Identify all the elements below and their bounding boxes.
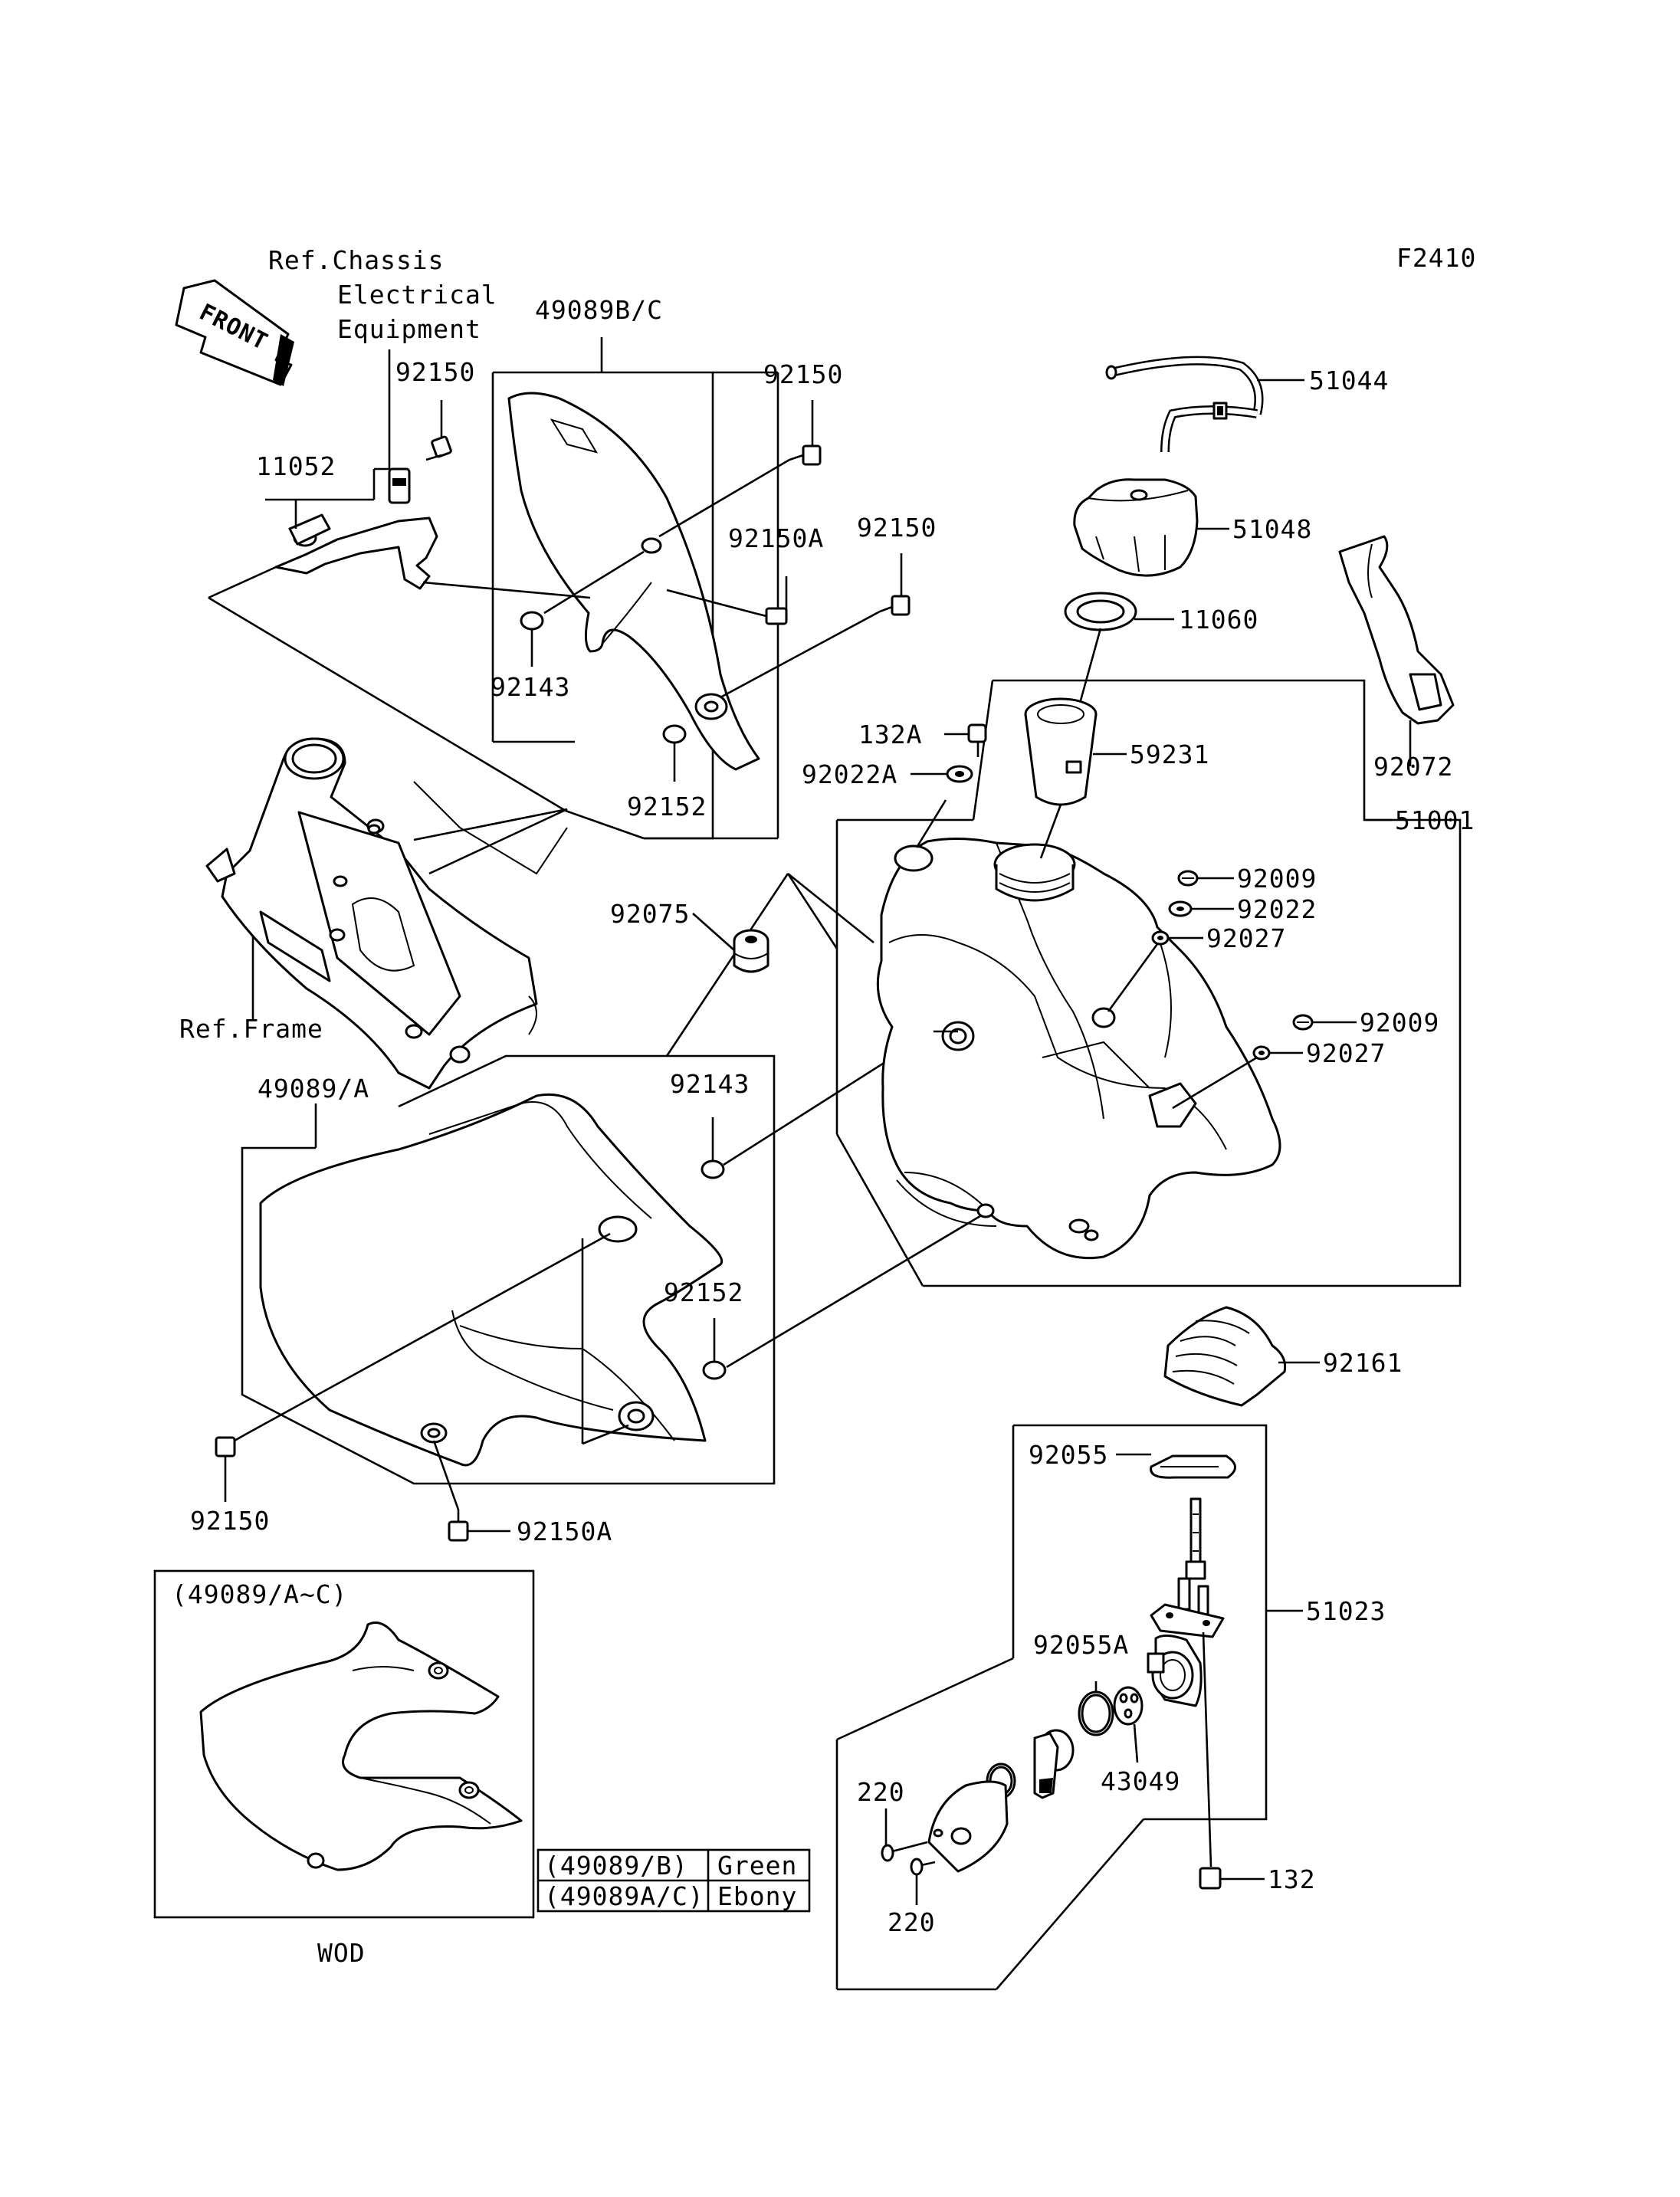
ref-chassis-label: Ref.Chassis <box>268 245 445 275</box>
callout-132a: 132A <box>858 720 922 749</box>
callout-92150a: 92150A <box>728 523 824 553</box>
callout-92055a: 92055A <box>1033 1630 1129 1660</box>
gasket-43049 <box>1113 1686 1144 1726</box>
assembly-51023 <box>835 1424 1303 1991</box>
callout-92022: 92022 <box>1237 894 1317 924</box>
bolt-92150a-upper <box>753 576 788 625</box>
filler-neck-59231 <box>1024 697 1098 806</box>
strap-92072 <box>1338 535 1455 725</box>
figure-code: F2410 <box>1396 243 1476 273</box>
callout-92009: 92009 <box>1237 864 1317 894</box>
assembly-49089a <box>241 1054 776 1485</box>
bolt-92150-lower-left <box>215 1433 246 1502</box>
washer-92022 <box>1168 900 1193 917</box>
callout-92055: 92055 <box>1029 1440 1108 1470</box>
callout-92150: 92150 <box>857 513 937 543</box>
callout-92027: 92027 <box>1206 923 1286 953</box>
washer-92143-lower <box>701 1159 725 1179</box>
callout-49089bc: 49089B/C <box>535 295 663 325</box>
shroud-49089bc <box>507 392 760 771</box>
callout-132: 132 <box>1268 1864 1316 1894</box>
color-table-part: (49089/B) <box>544 1851 688 1881</box>
callout-92152: 92152 <box>627 792 707 821</box>
screw-220-lower <box>910 1858 936 1876</box>
callout-92150a: 92150A <box>517 1517 612 1546</box>
callout-51001: 51001 <box>1395 805 1475 835</box>
callout-92027: 92027 <box>1306 1038 1386 1068</box>
washer-92152-lower <box>702 1360 727 1380</box>
callout-92150: 92150 <box>190 1506 270 1536</box>
callout-59231: 59231 <box>1130 739 1209 769</box>
gasket-92055 <box>1150 1454 1236 1479</box>
washer-92022a <box>946 765 973 783</box>
callout-43049: 43049 <box>1101 1766 1180 1796</box>
callout-92022a: 92022A <box>802 759 897 789</box>
callout-51048: 51048 <box>1232 514 1312 544</box>
bolt-92150-upper-right <box>789 400 822 466</box>
bolt-132 <box>1199 1867 1222 1890</box>
ref-electrical-label: Electrical <box>337 280 497 310</box>
color-table <box>536 1848 811 1913</box>
callout-51023: 51023 <box>1306 1596 1386 1626</box>
assembly-51001 <box>835 679 1462 1287</box>
inset-box <box>153 1569 535 1919</box>
model-label: WOD <box>317 1938 366 1968</box>
hose-51044 <box>1105 356 1264 453</box>
damper-92075 <box>733 929 769 973</box>
bracket-11052 <box>274 513 438 590</box>
callout-49089a: 49089/A <box>258 1074 369 1103</box>
bolt-92150a-lower <box>448 1510 510 1542</box>
color-table-part: (49089A/C) <box>544 1881 704 1911</box>
callout-92072: 92072 <box>1373 752 1453 782</box>
nut-92027-upper <box>1151 930 1170 946</box>
callout-92150: 92150 <box>763 359 843 389</box>
fuel-tank-51001 <box>876 837 1281 1260</box>
callout-220: 220 <box>888 1907 936 1937</box>
pad-92161 <box>1163 1306 1287 1407</box>
gasket-11060 <box>1064 592 1137 631</box>
callout-92009: 92009 <box>1360 1008 1439 1038</box>
callout-220: 220 <box>857 1777 905 1807</box>
washer-92152-upper <box>662 724 687 744</box>
screw-92009-lower <box>1292 1014 1314 1031</box>
screw-220-upper <box>881 1841 928 1862</box>
bolt-92150-upper-left <box>425 400 452 461</box>
bolt-92150-mid <box>879 553 911 616</box>
washer-92143-upper <box>520 611 544 631</box>
front-arrow-icon: FRONT <box>175 279 294 386</box>
fuel-cock-51023 <box>1147 1497 1225 1707</box>
callout-92152: 92152 <box>664 1277 743 1307</box>
fuel-cap-51048 <box>1073 478 1199 577</box>
callout-92143: 92143 <box>491 672 570 702</box>
assembly-49089bc <box>491 337 779 840</box>
ref-equipment-label: Equipment <box>337 314 481 344</box>
plate-fuel-cock <box>927 1780 1009 1873</box>
nut-92027-lower <box>1252 1045 1271 1061</box>
frame-reference <box>205 737 568 1090</box>
color-table-color: Green <box>717 1851 797 1881</box>
ref-frame-label: Ref.Frame <box>179 1014 323 1044</box>
shroud-49089a <box>259 1093 723 1467</box>
callout-51044: 51044 <box>1309 366 1389 395</box>
callout-92161: 92161 <box>1323 1348 1403 1378</box>
callout-92075: 92075 <box>610 899 690 929</box>
connector-icon <box>388 349 411 504</box>
inset-title: (49089/A~C) <box>172 1579 348 1609</box>
lever-fuel-cock <box>1033 1729 1075 1799</box>
callout-11052: 11052 <box>256 451 336 481</box>
callout-92143: 92143 <box>670 1069 750 1099</box>
screw-92009-upper <box>1177 870 1199 887</box>
color-table-color: Ebony <box>717 1881 797 1911</box>
callout-11060: 11060 <box>1179 605 1258 635</box>
oring-92055a <box>1078 1690 1114 1736</box>
callout-92150: 92150 <box>395 357 475 387</box>
